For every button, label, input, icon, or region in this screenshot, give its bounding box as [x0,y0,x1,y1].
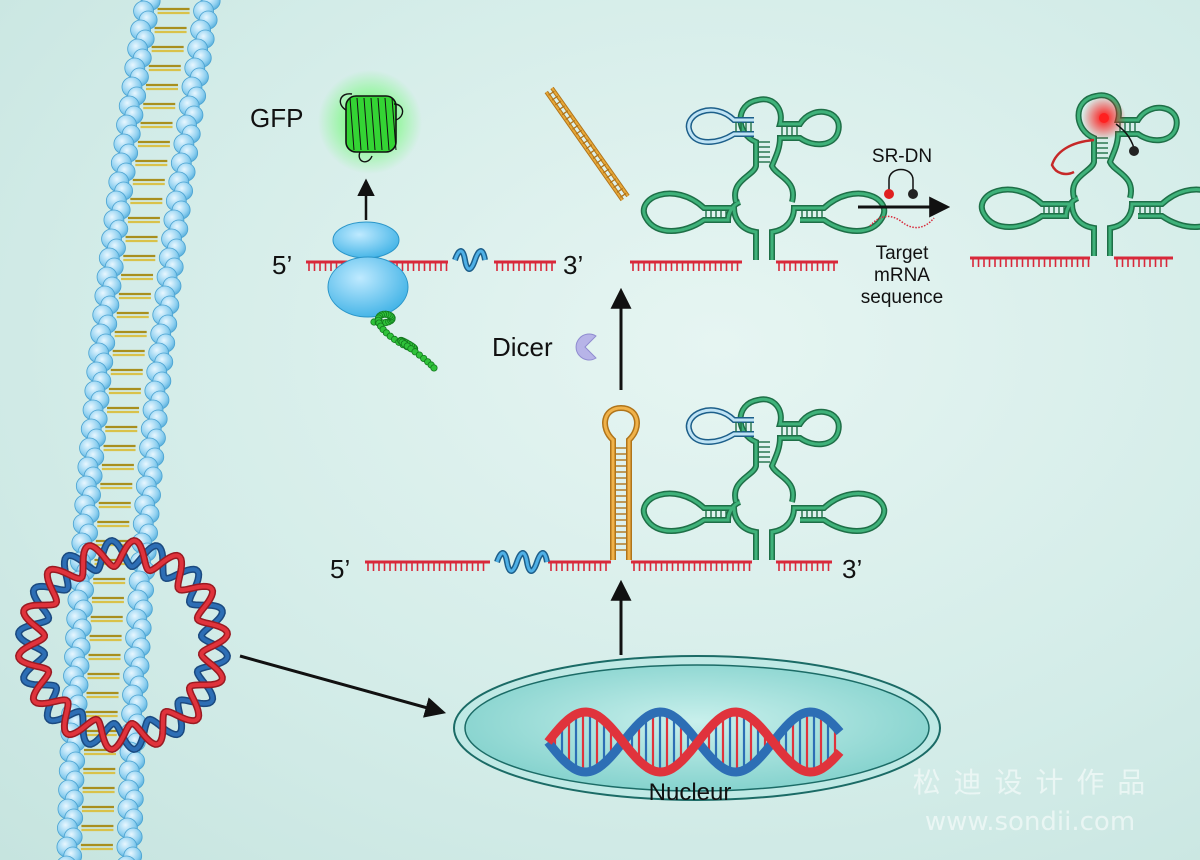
ribosome-large-subunit [327,256,409,318]
mrna-strand-bottom [365,560,832,571]
sirna-duplex [544,86,630,202]
fluorophore-icon [884,189,894,199]
watermark-url: www.sondii.com [925,807,1135,837]
target-mrna-icon [869,215,935,229]
aptamer-structure-right [978,92,1200,256]
mrna-strand-right [970,256,1173,267]
dicer: Dicer [492,332,597,362]
nucleus-label: Nucleur [649,779,732,806]
ribosome-small-subunit [332,221,400,259]
dicer-icon [575,333,597,361]
gfp-protein: GFP [250,70,422,174]
gfp-barrel-icon [339,93,404,163]
target-label-line2: mRNA [874,265,930,286]
gfp-label: GFP [250,103,303,133]
nucleus: Nucleur [453,655,941,806]
three-prime-label-bottom: 3’ [842,554,862,584]
dicer-label: Dicer [492,332,553,362]
sr-dn-label: SR-DN [872,146,932,167]
mrna-strand-middle [630,260,838,271]
arrow-plasmid-to-nucleus [239,654,447,718]
five-prime-label-top: 5’ [272,250,292,280]
probe-bound-aptamer [970,92,1200,267]
quencher-icon [908,189,918,199]
three-prime-label-top: 3’ [563,250,583,280]
released-aptamer-mrna [630,96,888,271]
quencher-bound-icon [1129,146,1139,156]
watermark-chinese: 松 迪 设 计 作 品 [913,766,1148,799]
five-prime-label-bottom: 5’ [330,554,350,584]
translated-mrna: 5’ 3’ [272,178,583,372]
target-label-line1: Target [876,243,930,264]
shrna-stem-loop [602,404,640,560]
linker-coil-top [453,249,487,271]
cell-membrane [56,0,221,860]
plasmid-dna [15,537,231,753]
target-label-line3: sequence [861,287,943,308]
sr-dn-probe-icon [888,168,914,190]
aptamer-structure-top [640,96,888,260]
dna-double-helix [544,707,844,777]
sr-dn-reaction: SR-DN Target mRNA sequence [858,146,951,308]
primary-transcript: 5’ 3’ [330,396,888,584]
nascent-peptide-chain [370,310,438,372]
aptamer-structure-bottom [640,396,888,560]
